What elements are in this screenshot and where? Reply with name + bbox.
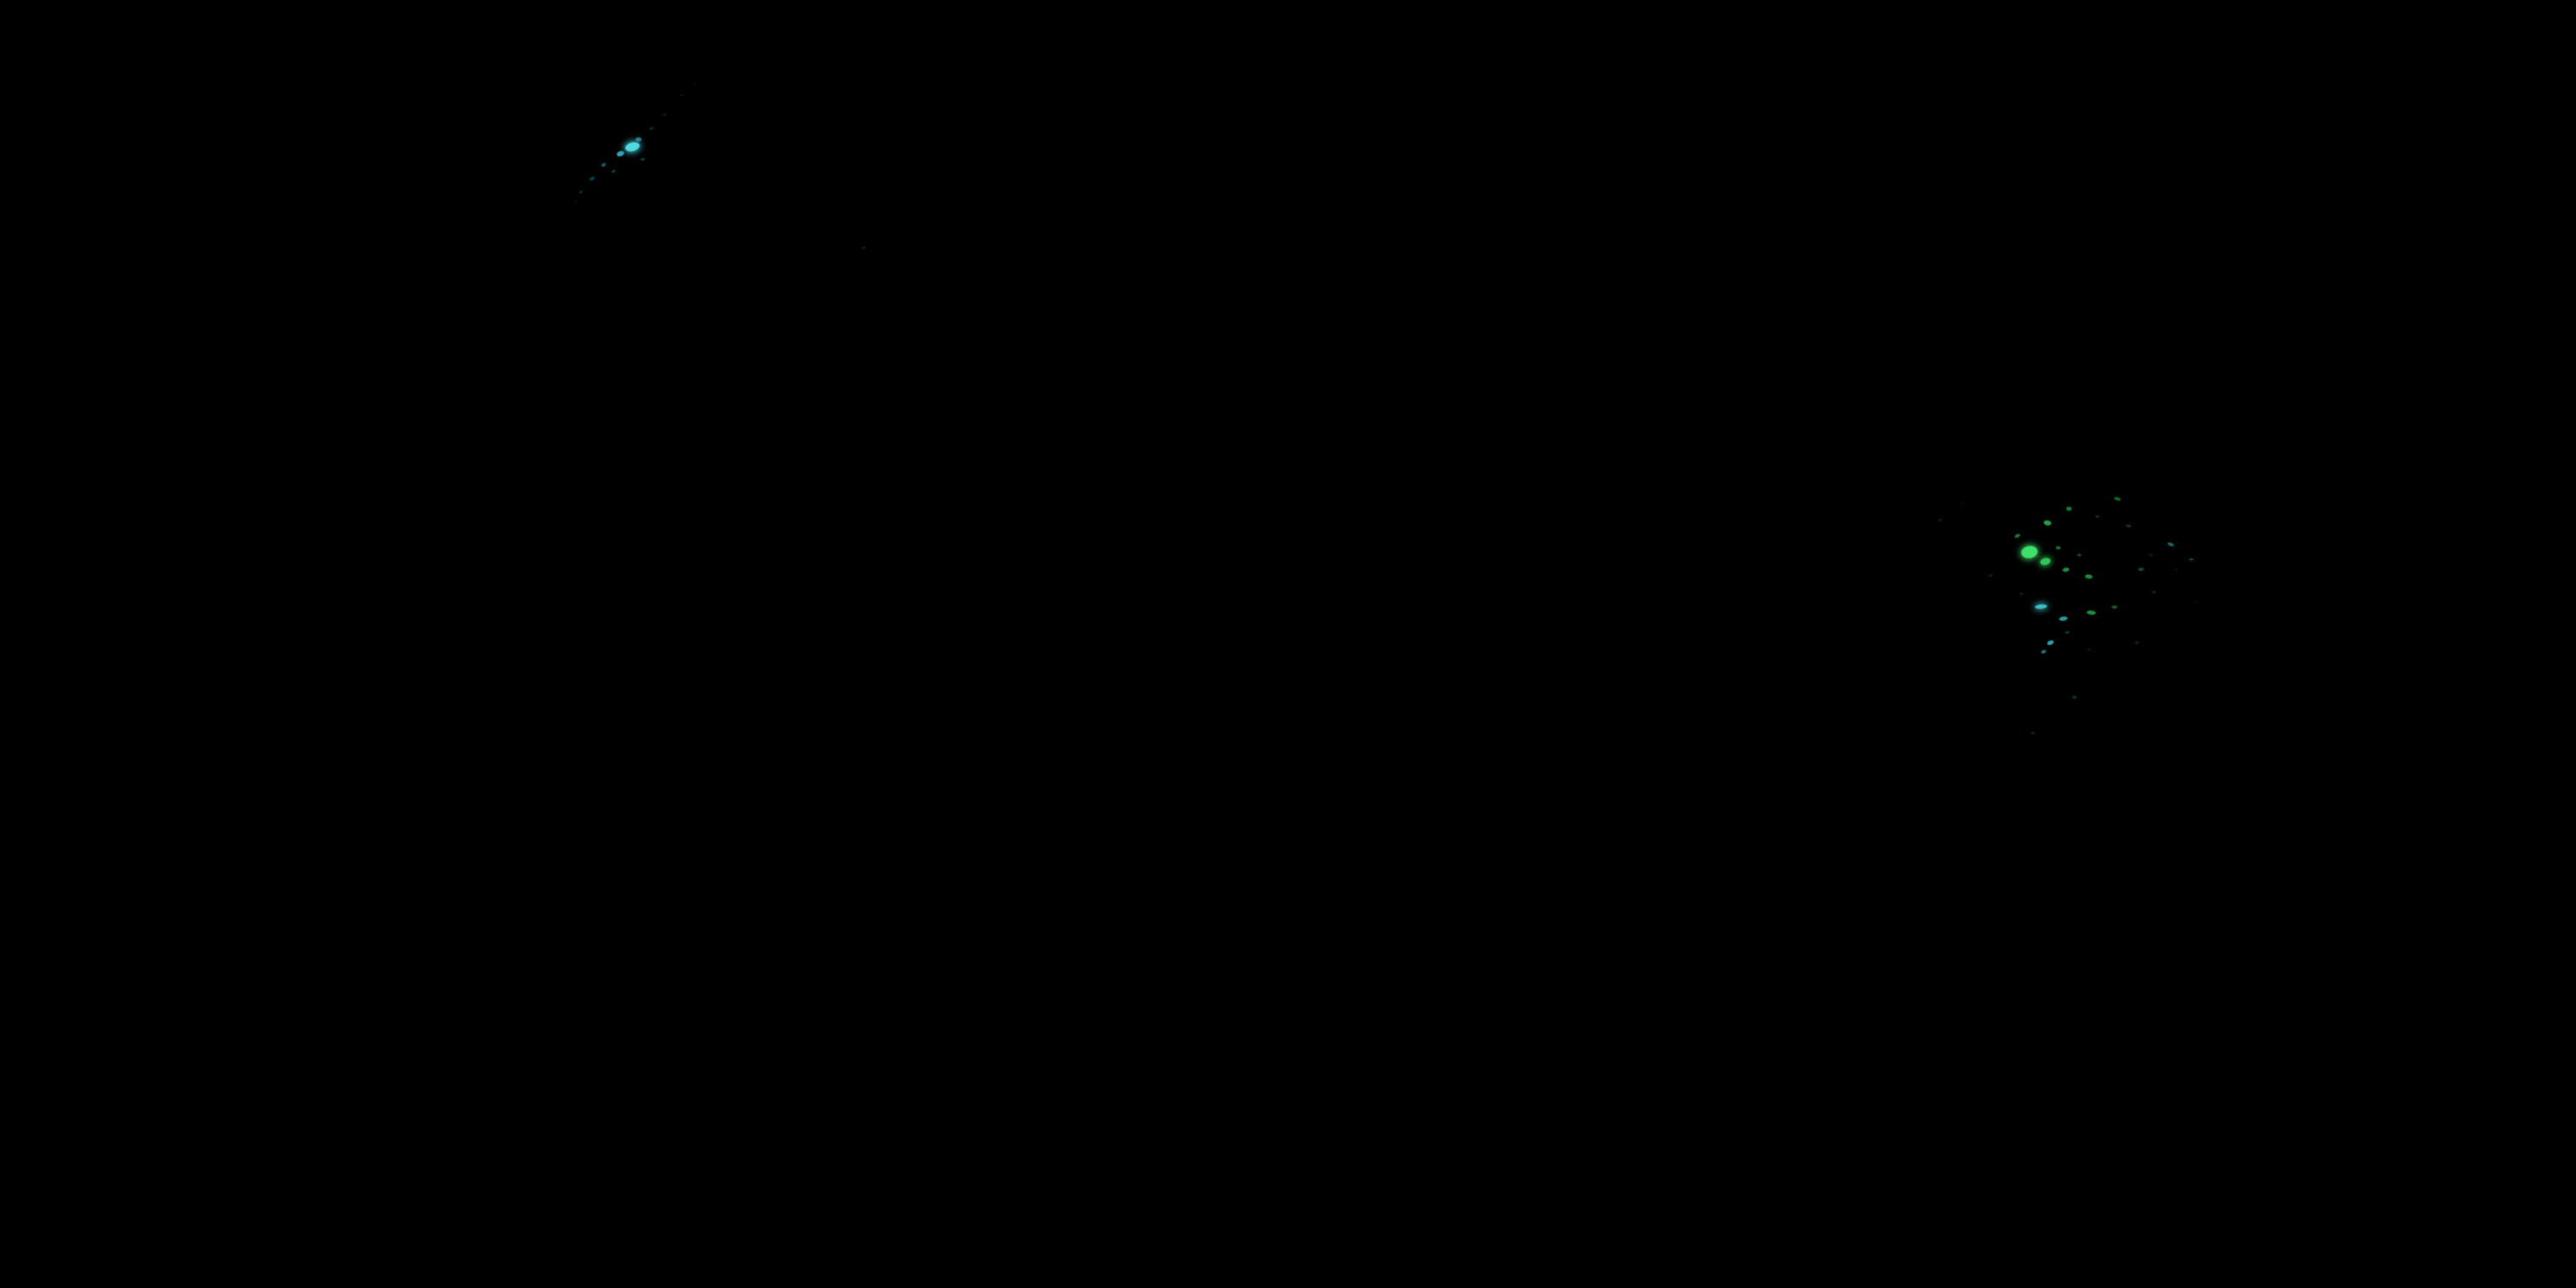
speckle <box>2014 532 2021 539</box>
speckle <box>2138 568 2144 571</box>
speckle <box>2166 541 2175 548</box>
speckle <box>2174 569 2178 571</box>
speckle <box>648 126 654 131</box>
speckle <box>2149 554 2153 556</box>
speckle <box>1989 574 1993 577</box>
speckle <box>2020 592 2023 595</box>
speckle <box>574 201 577 203</box>
speckle <box>2040 649 2047 654</box>
speckle <box>2077 554 2081 556</box>
speckle <box>578 189 584 195</box>
speckle <box>588 175 596 182</box>
speckle <box>640 157 646 161</box>
speckle <box>2066 507 2072 511</box>
speckle <box>2039 556 2051 567</box>
speckle <box>2152 591 2156 593</box>
speckle <box>2031 732 2035 734</box>
speckle <box>611 169 617 173</box>
speckle <box>2095 515 2099 518</box>
speckle <box>2020 544 2039 560</box>
speckle <box>623 140 641 154</box>
speckle <box>2113 496 2122 501</box>
speckle <box>1937 517 1943 523</box>
speckle <box>2195 601 2197 603</box>
speckle <box>2058 616 2069 622</box>
speckle <box>1961 502 1964 504</box>
speckle <box>635 137 641 142</box>
speckle <box>2043 519 2052 526</box>
speckle <box>2189 558 2194 561</box>
speckle <box>680 94 683 96</box>
speckle <box>2111 605 2117 609</box>
speckle <box>2062 567 2070 573</box>
speckle <box>2034 604 2048 610</box>
speckle <box>2135 641 2139 644</box>
speckle <box>2087 648 2091 651</box>
speckle <box>2056 546 2061 550</box>
speckle <box>600 161 607 168</box>
speckle <box>2072 696 2077 699</box>
speckle <box>2084 574 2093 580</box>
speckle <box>2064 630 2070 635</box>
speckle <box>862 246 866 249</box>
speckle <box>616 149 625 158</box>
speckle <box>2046 639 2055 647</box>
speckle <box>694 82 696 84</box>
speckle <box>2086 610 2097 616</box>
speckle <box>2125 524 2132 528</box>
speckle <box>663 113 666 116</box>
